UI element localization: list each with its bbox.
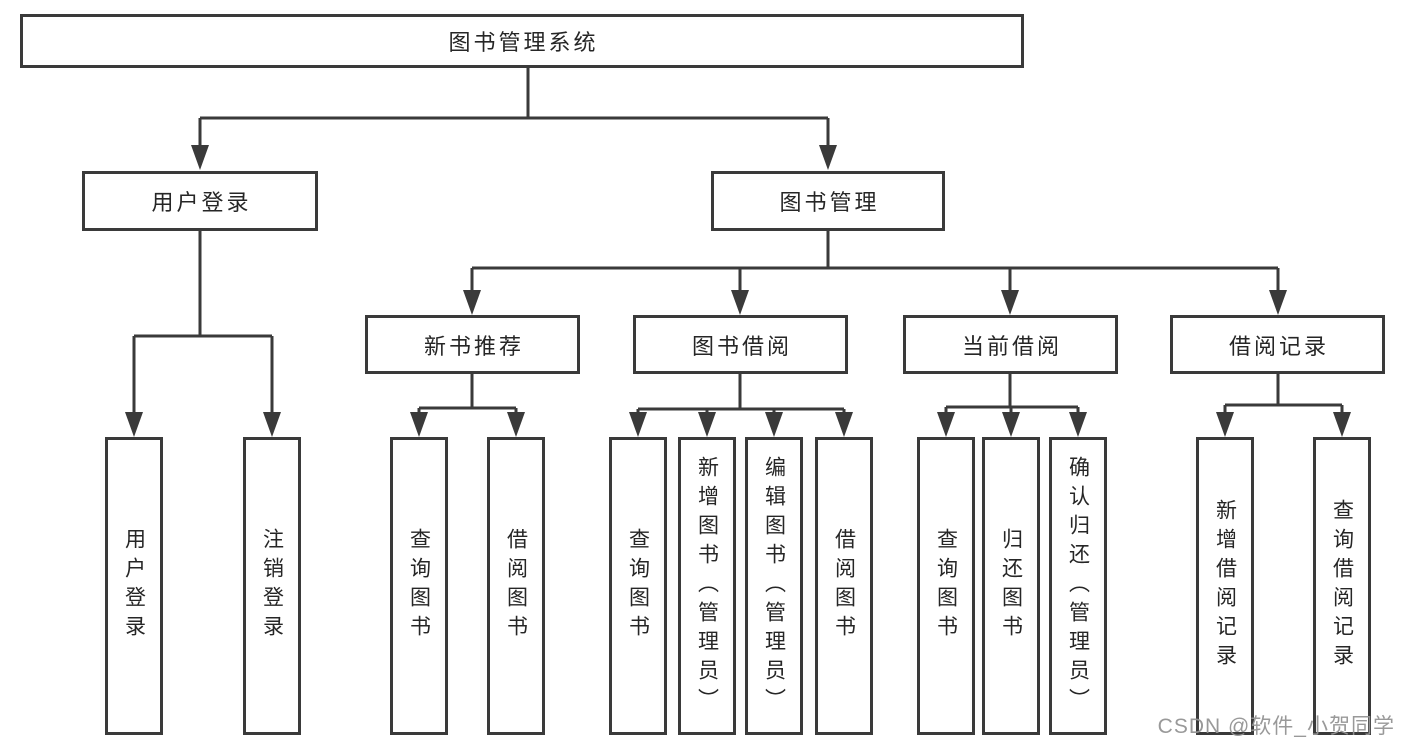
node-library-system: 图书管理系统 [20, 14, 1024, 68]
node-current-borrowing: 当前借阅 [903, 315, 1118, 374]
node-new-book-recommendation: 新书推荐 [365, 315, 580, 374]
node-label: 用户登录 [122, 528, 146, 644]
node-label: 查询图书 [407, 528, 431, 644]
node-label: 新增借阅记录 [1213, 499, 1237, 673]
node-label: 当前借阅 [961, 333, 1062, 359]
leaf-query-borrow-record: 查询借阅记录 [1313, 437, 1371, 735]
node-label: 用户登录 [151, 190, 252, 215]
node-label: 图书借阅 [691, 333, 792, 359]
node-user-login: 用户登录 [82, 171, 318, 231]
leaf-query-books-recommend: 查询图书 [390, 437, 448, 735]
node-book-borrowing: 图书借阅 [633, 315, 848, 374]
node-label: 新增图书（管理员） [695, 455, 719, 717]
node-label: 查询图书 [626, 528, 650, 644]
leaf-return-books: 归还图书 [982, 437, 1040, 735]
node-label: 借阅记录 [1228, 333, 1329, 359]
leaf-logout: 注销登录 [243, 437, 301, 735]
watermark: CSDN @软件_小贺同学 [1157, 715, 1395, 738]
node-book-management: 图书管理 [711, 171, 945, 231]
node-label: 编辑图书（管理员） [762, 455, 786, 717]
leaf-add-book-admin: 新增图书（管理员） [678, 437, 736, 735]
leaf-borrow-books-recommend: 借阅图书 [487, 437, 545, 735]
node-label: 注销登录 [260, 528, 284, 644]
leaf-query-books-current: 查询图书 [917, 437, 975, 735]
node-label: 归还图书 [999, 528, 1023, 644]
node-label: 查询图书 [934, 528, 958, 644]
leaf-add-borrow-record: 新增借阅记录 [1196, 437, 1254, 735]
leaf-user-login: 用户登录 [105, 437, 163, 735]
node-label: 借阅图书 [832, 528, 856, 644]
leaf-query-books-borrowing: 查询图书 [609, 437, 667, 735]
node-label: 图书管理 [779, 190, 880, 215]
node-borrowing-records: 借阅记录 [1170, 315, 1385, 374]
leaf-borrow-books-borrowing: 借阅图书 [815, 437, 873, 735]
node-label: 查询借阅记录 [1330, 499, 1354, 673]
node-label: 图书管理系统 [448, 30, 599, 55]
leaf-edit-book-admin: 编辑图书（管理员） [745, 437, 803, 735]
node-label: 借阅图书 [504, 528, 528, 644]
node-label: 确认归还（管理员） [1066, 455, 1090, 717]
node-label: 新书推荐 [423, 333, 524, 359]
leaf-confirm-return-admin: 确认归还（管理员） [1049, 437, 1107, 735]
